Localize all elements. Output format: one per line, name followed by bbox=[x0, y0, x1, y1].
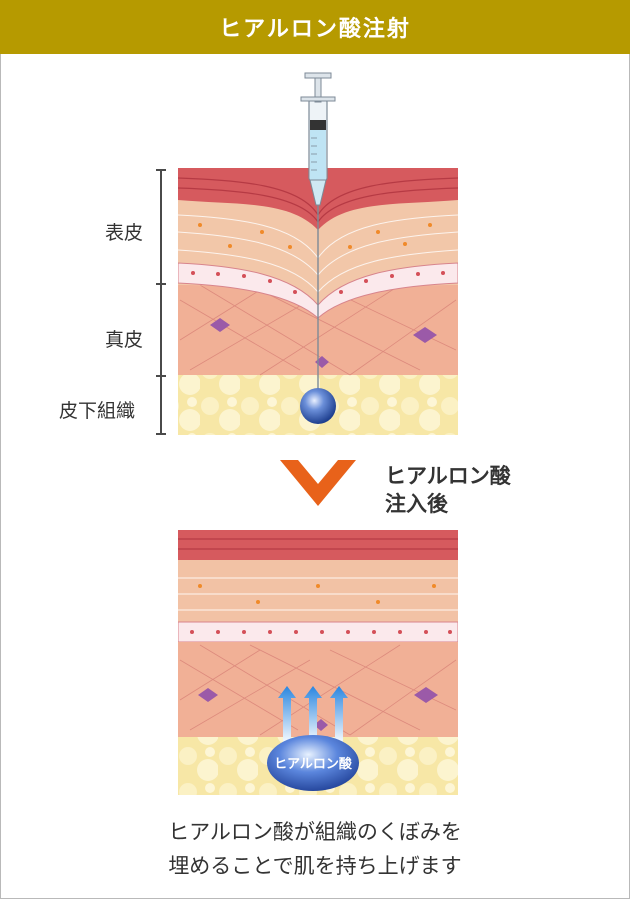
after-label-line1: ヒアルロン酸 bbox=[385, 464, 511, 488]
bracket-tick bbox=[156, 169, 166, 171]
caption-line1: ヒアルロン酸が組織のくぼみを bbox=[168, 820, 462, 844]
layer-bracket bbox=[156, 169, 162, 435]
skin-after-diagram: ヒアルロン酸 bbox=[178, 530, 458, 795]
label-subcutaneous: 皮下組織 bbox=[59, 400, 136, 422]
label-dermis: 真皮 bbox=[105, 329, 144, 351]
page-title: ヒアルロン酸注射 bbox=[0, 0, 630, 54]
skin-before-diagram bbox=[178, 72, 458, 435]
bracket-tick bbox=[156, 283, 166, 285]
after-label-line2: 注入後 bbox=[385, 492, 448, 516]
caption: ヒアルロン酸が組織のくぼみを 埋めることで肌を持ち上げます bbox=[0, 815, 630, 883]
hyaluronic-bubble-label: ヒアルロン酸 bbox=[274, 756, 353, 772]
bracket-tick bbox=[156, 433, 166, 435]
after-injection-label: ヒアルロン酸 注入後 bbox=[385, 462, 511, 518]
caption-line2: 埋めることで肌を持ち上げます bbox=[168, 854, 462, 878]
bracket-tick bbox=[156, 375, 166, 377]
label-epidermis: 表皮 bbox=[105, 222, 144, 244]
chevron-down-icon bbox=[280, 460, 356, 506]
